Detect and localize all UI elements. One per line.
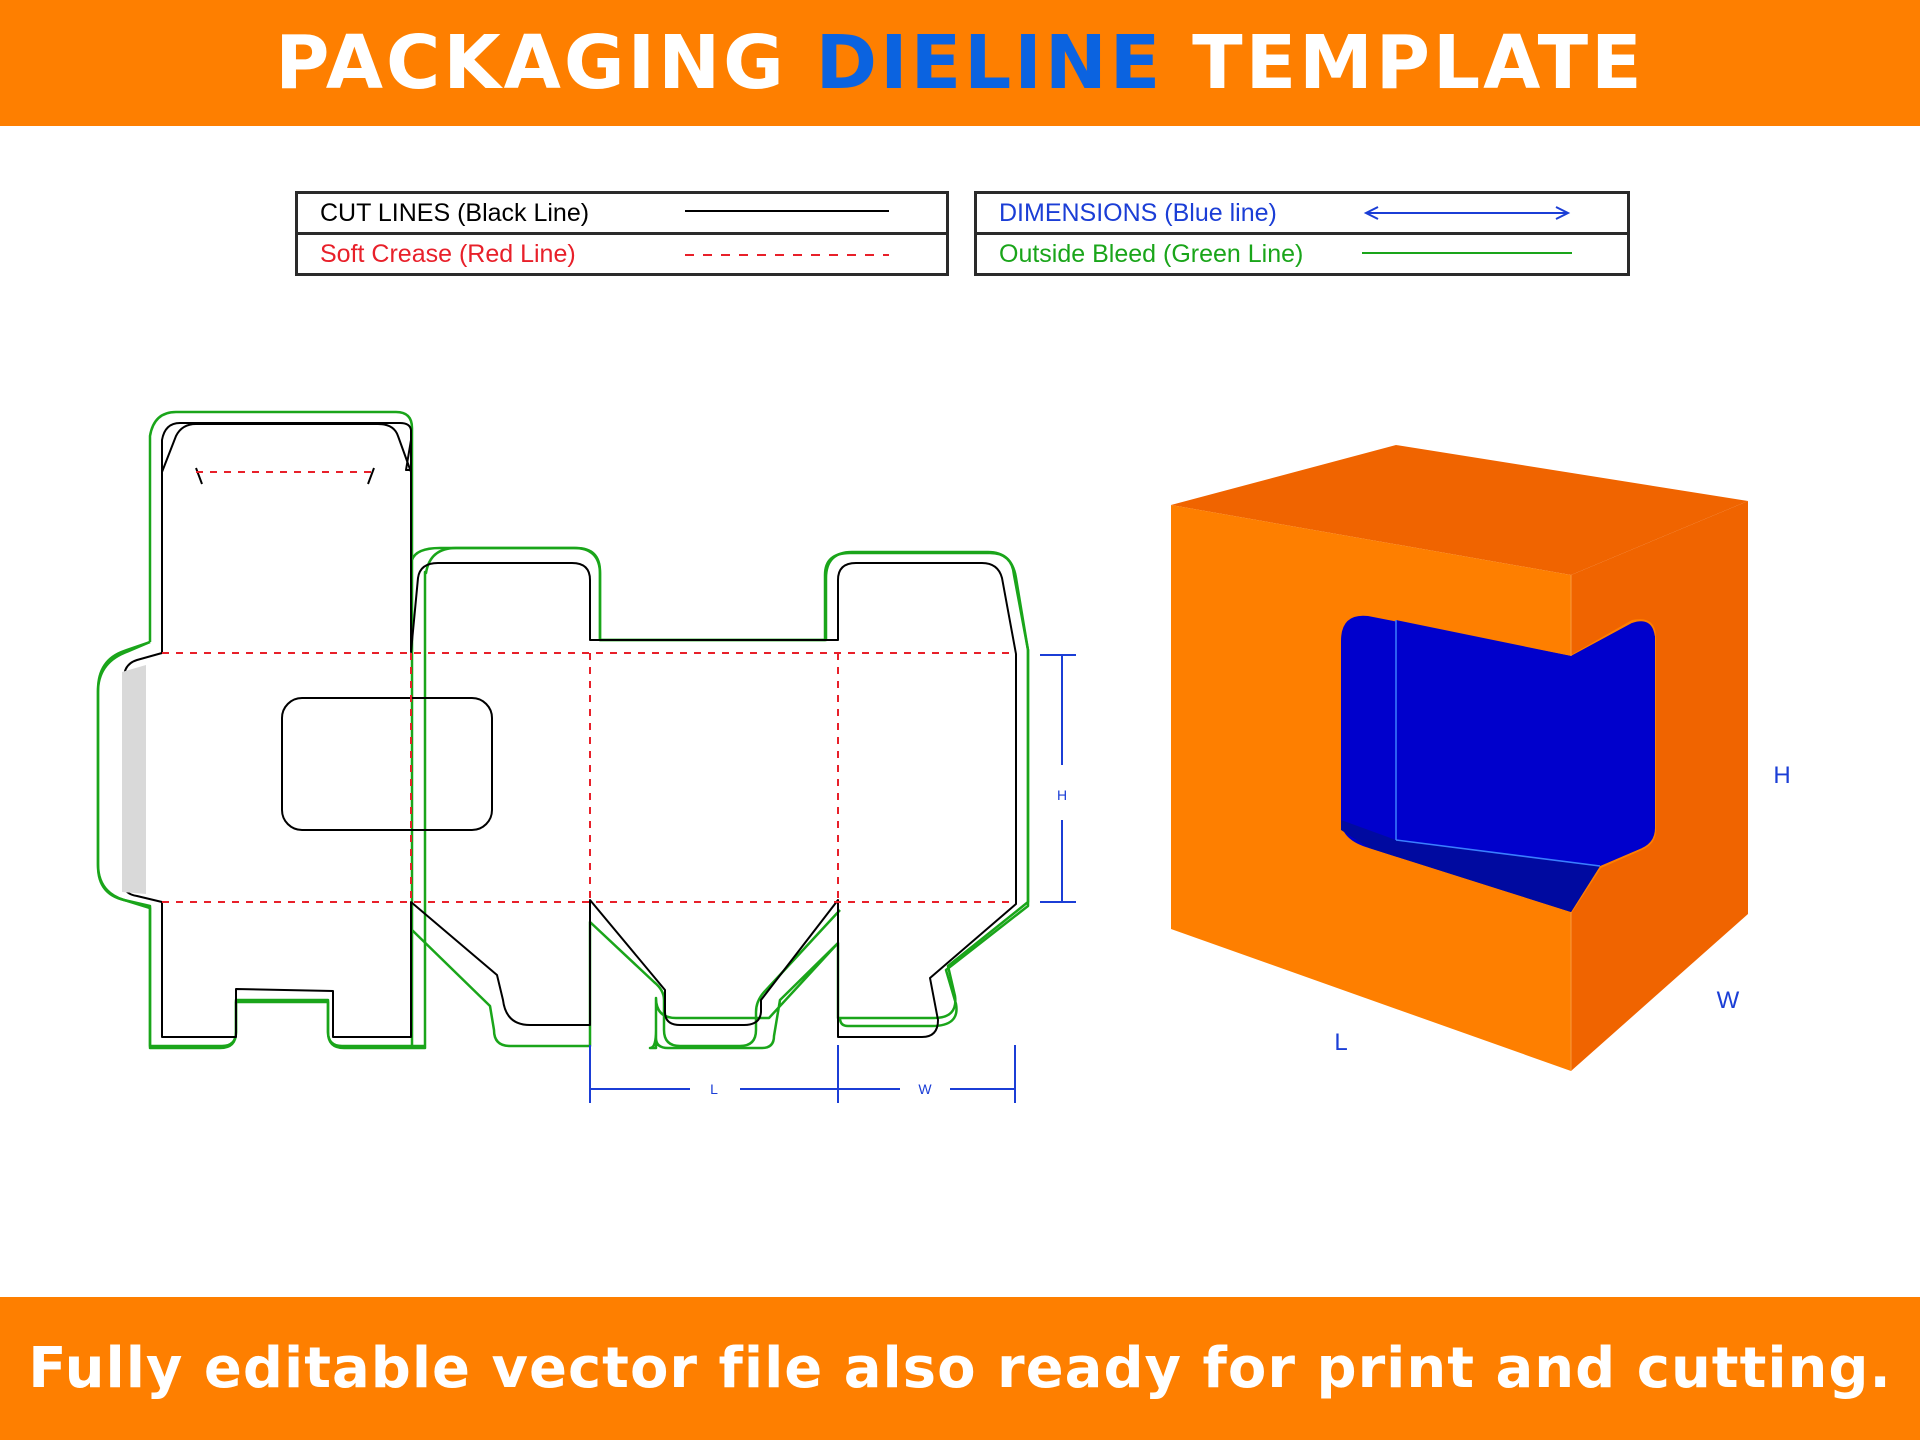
tuck-slit-right xyxy=(367,467,375,485)
top-tuck-flap xyxy=(161,423,412,473)
title-part1: PACKAGING xyxy=(275,20,816,106)
cut-outline xyxy=(123,422,1017,1038)
footer-text: Fully editable vector file also ready fo… xyxy=(28,1336,1892,1401)
soft-crease-lines xyxy=(162,471,1016,903)
header-banner: PACKAGING DIELINE TEMPLATE xyxy=(0,0,1920,126)
glue-strip xyxy=(122,665,146,894)
bleed-path-main xyxy=(96,410,1030,1048)
dimension-label-w: W xyxy=(918,1081,932,1097)
title-part2: TEMPLATE xyxy=(1163,20,1645,106)
box-top-face xyxy=(1171,445,1748,575)
dimension-label-h: H xyxy=(1057,787,1067,803)
box-label-h: H xyxy=(1773,762,1790,789)
legend-row-crease: Soft Crease (Red Line) xyxy=(298,232,946,273)
window-floor xyxy=(1341,820,1600,912)
cut-line-sample xyxy=(685,210,889,212)
legend-crease-label: Soft Crease (Red Line) xyxy=(320,239,576,268)
title-accent: DIELINE xyxy=(815,20,1164,106)
legend-row-bleed: Outside Bleed (Green Line) xyxy=(977,232,1627,273)
dimension-lines xyxy=(589,654,1076,1103)
box-label-l: L xyxy=(1334,1029,1347,1056)
legend-line-types-2: DIMENSIONS (Blue line) Outside Bleed (Gr… xyxy=(974,191,1630,276)
legend-bleed-label: Outside Bleed (Green Line) xyxy=(999,239,1304,268)
legend-row-dimensions: DIMENSIONS (Blue line) xyxy=(977,194,1627,232)
crease-line-sample xyxy=(685,254,889,256)
legend-dimensions-label: DIMENSIONS (Blue line) xyxy=(999,198,1277,227)
legend-cut-label: CUT LINES (Black Line) xyxy=(320,198,590,227)
tuck-slit-left xyxy=(195,467,203,485)
display-window-cutout xyxy=(281,697,493,831)
legend-line-types: CUT LINES (Black Line) Soft Crease (Red … xyxy=(295,191,949,276)
cut-lines xyxy=(123,422,1017,1038)
window-edge-line-2 xyxy=(1395,839,1601,867)
dimension-label-l: L xyxy=(710,1081,718,1097)
window-back-wall xyxy=(1396,620,1655,912)
legend-row-cut: CUT LINES (Black Line) xyxy=(298,194,946,232)
box-label-w: W xyxy=(1717,987,1740,1014)
footer-banner: Fully editable vector file also ready fo… xyxy=(0,1297,1920,1440)
bleed-line-sample xyxy=(1362,252,1572,254)
dimension-arrow-sample xyxy=(1363,206,1571,220)
